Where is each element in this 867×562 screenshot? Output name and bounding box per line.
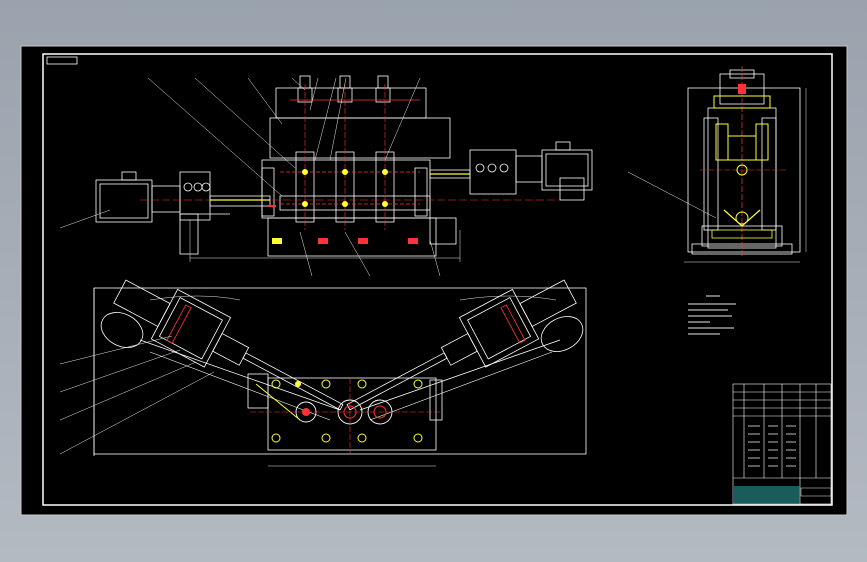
stand-crown	[275, 87, 427, 119]
title-block	[732, 383, 832, 505]
side-view-details	[627, 66, 786, 258]
outer-border	[20, 45, 848, 516]
front-view-leaders	[59, 77, 441, 277]
roll-line	[279, 195, 431, 211]
left-motor	[95, 179, 153, 223]
left-drive-shaft	[209, 195, 271, 207]
front-view	[95, 75, 593, 262]
title-block-fill	[734, 425, 832, 504]
title-tag-box	[46, 56, 78, 65]
tech-notes	[688, 295, 736, 335]
left-gearbox	[179, 171, 211, 221]
stand-housing	[261, 159, 431, 219]
drawing-sheet	[21, 46, 847, 515]
stand-base	[267, 217, 437, 257]
inner-frame	[42, 53, 833, 506]
top-view	[93, 279, 587, 467]
front-view-details	[140, 84, 560, 244]
top-view-details	[59, 295, 561, 455]
right-motor	[541, 149, 593, 191]
